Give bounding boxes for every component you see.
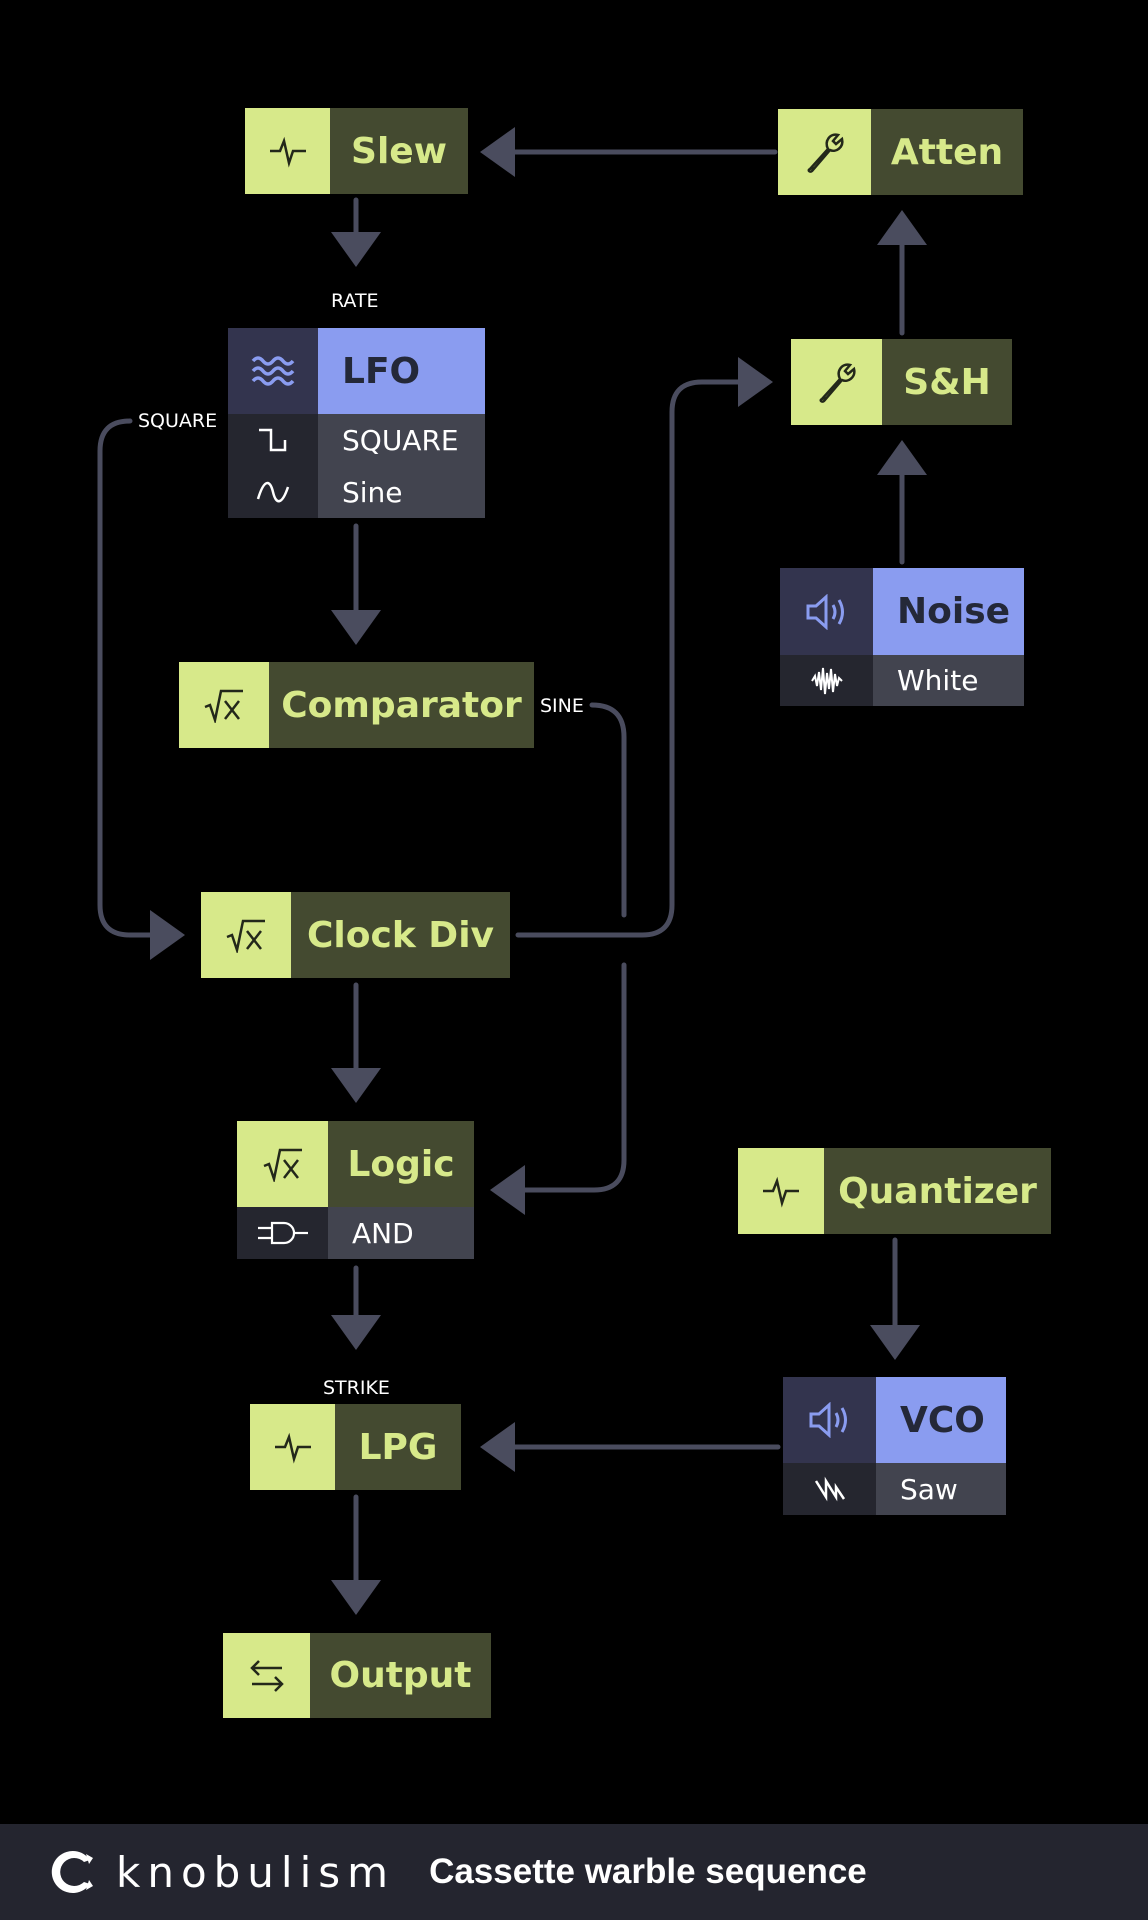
brand-name: knobulism bbox=[116, 1847, 396, 1897]
pulse-icon bbox=[245, 108, 330, 194]
node-clock-div[interactable]: Clock Div bbox=[201, 892, 510, 978]
port-label-strike: STRIKE bbox=[323, 1377, 390, 1399]
square-wave-icon bbox=[228, 414, 318, 466]
wire-comparator-logic-lower bbox=[490, 962, 627, 1215]
wire-square-clockdiv bbox=[97, 418, 185, 960]
saw-wave-icon bbox=[783, 1463, 876, 1515]
sqrt-icon bbox=[179, 662, 269, 748]
node-lfo[interactable]: LFO SQUARE Sine bbox=[228, 328, 485, 518]
node-comparator[interactable]: Comparator bbox=[179, 662, 534, 748]
noise-param-type: White bbox=[873, 655, 1024, 706]
connection-wires bbox=[97, 127, 927, 1615]
pulse-icon bbox=[250, 1404, 335, 1490]
port-label-rate: RATE bbox=[331, 290, 379, 312]
diagram-title: Cassette warble sequence bbox=[429, 1852, 867, 1891]
pulse-icon bbox=[738, 1148, 824, 1234]
node-label: Quantizer bbox=[824, 1148, 1051, 1234]
sine-wave-icon bbox=[228, 466, 318, 518]
node-quantizer[interactable]: Quantizer bbox=[738, 1148, 1051, 1234]
knob-logo-icon bbox=[46, 1846, 98, 1898]
node-sample-and-hold[interactable]: S&H bbox=[791, 339, 1012, 425]
node-label: Atten bbox=[871, 109, 1023, 195]
node-slew[interactable]: Slew bbox=[245, 108, 468, 194]
speaker-icon bbox=[783, 1377, 876, 1463]
node-noise[interactable]: Noise White bbox=[780, 568, 1024, 706]
wire-comparator-logic-upper bbox=[589, 702, 627, 918]
vco-param-waveform: Saw bbox=[876, 1463, 1006, 1515]
node-label: Output bbox=[310, 1633, 491, 1718]
wrench-icon bbox=[778, 109, 871, 195]
speaker-icon bbox=[780, 568, 873, 655]
node-atten[interactable]: Atten bbox=[778, 109, 1023, 195]
node-label: Logic bbox=[328, 1121, 474, 1207]
noise-wave-icon bbox=[780, 655, 873, 706]
node-label: VCO bbox=[876, 1377, 1006, 1463]
waves-icon bbox=[228, 328, 318, 414]
wire-clockdiv-sh bbox=[515, 357, 773, 938]
logic-param-mode: AND bbox=[328, 1207, 474, 1259]
swap-arrows-icon bbox=[223, 1633, 310, 1718]
node-logic[interactable]: Logic AND bbox=[237, 1121, 474, 1259]
sqrt-icon bbox=[201, 892, 291, 978]
node-lpg[interactable]: LPG bbox=[250, 1404, 461, 1490]
sqrt-icon bbox=[237, 1121, 328, 1207]
footer-bar: knobulism Cassette warble sequence bbox=[0, 1824, 1148, 1920]
node-label: Slew bbox=[330, 108, 468, 194]
port-label-square: SQUARE bbox=[138, 410, 218, 432]
lfo-param-sine: Sine bbox=[318, 466, 485, 518]
node-label: Comparator bbox=[269, 662, 534, 748]
node-label: LPG bbox=[335, 1404, 461, 1490]
lfo-param-square: SQUARE bbox=[318, 414, 485, 466]
node-label: S&H bbox=[882, 339, 1012, 425]
port-label-sine: SINE bbox=[540, 695, 584, 717]
node-label: Clock Div bbox=[291, 892, 510, 978]
node-output[interactable]: Output bbox=[223, 1633, 491, 1718]
node-label: Noise bbox=[873, 568, 1024, 655]
and-gate-icon bbox=[237, 1207, 328, 1259]
wrench-icon bbox=[791, 339, 882, 425]
node-vco[interactable]: VCO Saw bbox=[783, 1377, 1006, 1515]
node-label: LFO bbox=[318, 328, 485, 414]
